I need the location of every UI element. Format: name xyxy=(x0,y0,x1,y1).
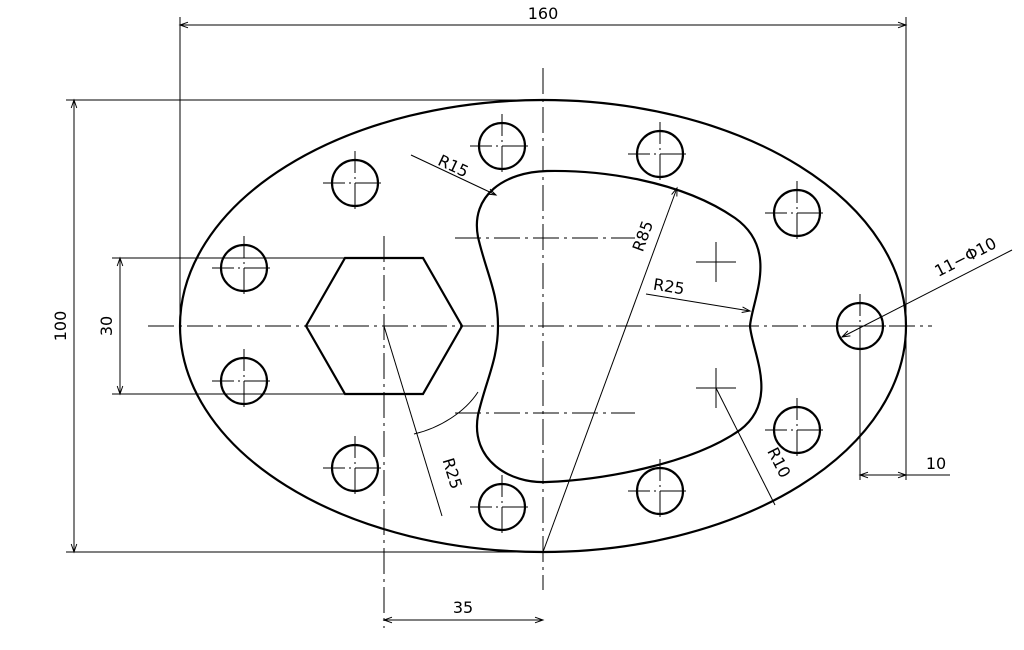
inner-cutout-outline xyxy=(475,169,763,484)
bolt-hole-8 xyxy=(628,459,692,523)
dim-text-edge-hole-offset: 10 xyxy=(926,454,946,473)
dim-text-r85: R85 xyxy=(629,218,658,254)
leader-r85 xyxy=(542,186,678,553)
leader-r25-lower xyxy=(383,325,443,517)
leader-r15 xyxy=(410,154,498,196)
dim-text-overall-width: 160 xyxy=(528,4,559,23)
bolt-hole-4 xyxy=(323,436,387,500)
bolt-hole-6 xyxy=(470,475,534,539)
bolt-hole-7 xyxy=(628,122,692,186)
dim-text-r15: R15 xyxy=(435,151,472,182)
r25-construction-arc xyxy=(413,391,479,435)
dim-text-overall-height: 100 xyxy=(51,311,70,342)
dim-text-hex-offset: 35 xyxy=(453,598,473,617)
bolt-hole-1 xyxy=(212,236,276,300)
bolt-hole-11 xyxy=(828,294,892,358)
leader-r10 xyxy=(715,387,776,506)
dim-text-r25-lower: R25 xyxy=(439,456,466,492)
bolt-holes xyxy=(212,114,892,539)
leader-hole-callout xyxy=(840,249,1013,338)
bolt-hole-10 xyxy=(765,398,829,462)
bolt-hole-5 xyxy=(470,114,534,178)
bolt-hole-3 xyxy=(323,151,387,215)
leader-r25-upper xyxy=(645,293,752,313)
inner-center-mark-upper xyxy=(696,242,736,282)
dim-text-hex-height: 30 xyxy=(97,316,116,336)
dim-text-r10: R10 xyxy=(763,444,794,481)
dim-text-r25-upper: R25 xyxy=(652,275,686,299)
bolt-hole-9 xyxy=(765,181,829,245)
bolt-hole-2 xyxy=(212,349,276,413)
